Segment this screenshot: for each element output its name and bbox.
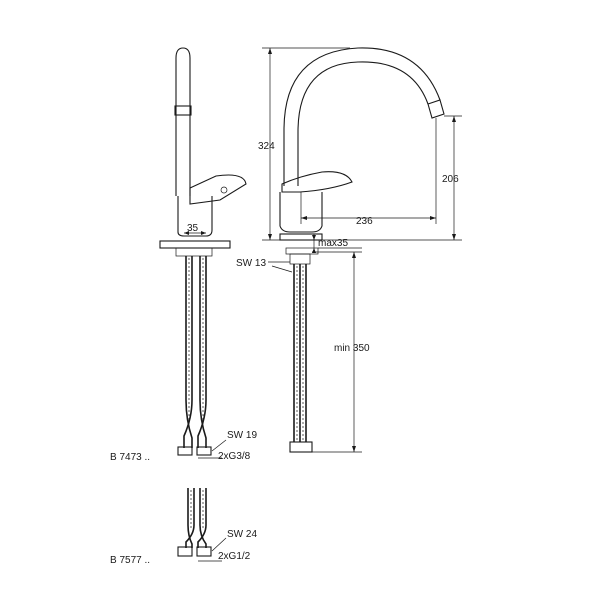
variant-thread-2: 2xG1/2 <box>218 551 251 562</box>
dim-max-thickness: max35 <box>318 238 348 249</box>
front-spout-tip <box>427 99 445 119</box>
dim-spout-height: 206 <box>442 174 459 185</box>
front-nut <box>289 253 311 265</box>
side-body <box>177 196 213 237</box>
front-spout-outer <box>283 47 441 186</box>
front-base-plate <box>279 233 323 241</box>
side-base-plate <box>159 240 231 249</box>
dim-height-total: 324 <box>258 141 275 152</box>
dim-width-base: 35 <box>187 223 199 234</box>
side-lever-handle <box>189 174 247 205</box>
front-view-faucet <box>279 47 445 453</box>
variant-2-hoses <box>177 488 212 557</box>
front-lever-handle <box>281 171 353 193</box>
side-braided-hoses <box>183 256 207 448</box>
front-body <box>279 192 323 233</box>
variant-wrench-2: SW 24 <box>227 529 257 540</box>
variant-code-2: B 7577 .. <box>110 555 150 566</box>
fitting-right <box>196 446 212 456</box>
dim-spout-reach: 236 <box>356 216 373 227</box>
front-braided-hoses <box>293 264 307 442</box>
front-spout-inner <box>297 61 429 186</box>
front-fitting <box>289 441 313 453</box>
side-aerator <box>174 105 192 116</box>
variant-wrench-1: SW 19 <box>227 430 257 441</box>
side-view-faucet: 35 <box>159 47 247 456</box>
variant-code-1: B 7473 .. <box>110 452 150 463</box>
dim-hose-min-length: min 350 <box>334 343 370 354</box>
dim-wrench-nut: SW 13 <box>236 258 266 269</box>
side-spout-tube <box>175 47 191 196</box>
fitting-left <box>177 446 193 456</box>
variant-thread-1: 2xG3/8 <box>218 451 251 462</box>
